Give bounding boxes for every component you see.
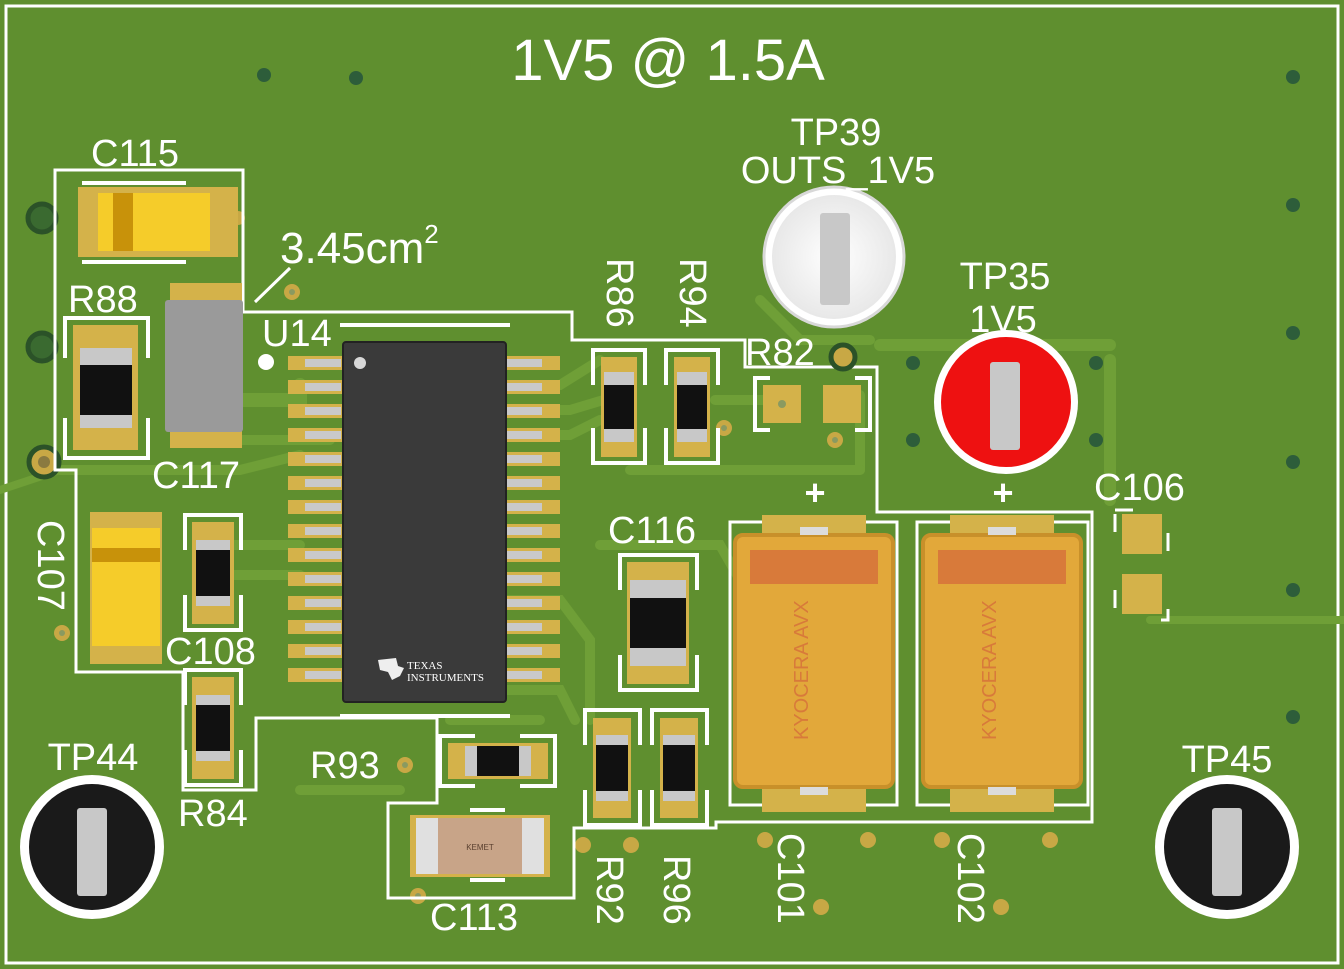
label-r94: R94 [671, 258, 713, 328]
tp39-testpoint [762, 185, 906, 329]
r94-silk [664, 348, 720, 465]
label-r93: R93 [310, 745, 380, 787]
r82-pads [763, 385, 861, 423]
r93-silk [438, 734, 557, 788]
silkscreen-lines [82, 181, 510, 882]
r88-body [73, 325, 138, 450]
label-tp45: TP45 [1182, 739, 1273, 781]
c116-body [627, 562, 689, 684]
label-r84: R84 [178, 793, 248, 835]
label-c102: C102 [949, 833, 991, 924]
c106-pads [1122, 514, 1162, 614]
label-r88: R88 [68, 279, 138, 321]
label-c108: C108 [165, 631, 256, 673]
c113-brand: KEMET [466, 843, 494, 852]
label-c106: C106 [1094, 467, 1185, 509]
ti-logo-line1: TEXAS [407, 660, 442, 672]
c108-silk [183, 513, 243, 632]
vias [257, 68, 1300, 724]
ti-logo: TEXAS INSTRUMENTS [378, 658, 484, 684]
label-r86: R86 [598, 258, 640, 328]
c115-body [78, 187, 238, 257]
label-r96: R96 [655, 855, 697, 925]
r92-body [593, 718, 631, 818]
label-tp44: TP44 [48, 737, 139, 779]
label-c115: C115 [91, 133, 179, 175]
u14-body [342, 341, 507, 703]
label-c117: C117 [152, 455, 240, 497]
area-label-superscript: 2 [424, 219, 438, 249]
pin1-marker [258, 354, 274, 370]
label-tp35: TP35 [960, 256, 1051, 298]
c101-polarity: + [804, 472, 825, 513]
r96-body [660, 718, 698, 818]
r86-silk [591, 348, 647, 465]
c107-body [90, 512, 162, 664]
tp35-testpoint [934, 330, 1078, 474]
tp45-testpoint [1155, 775, 1299, 919]
r82-via [828, 342, 858, 372]
c108-body [192, 522, 234, 624]
c116-silk [618, 553, 699, 692]
label-tp39: TP39 [791, 112, 882, 154]
label-c116: C116 [608, 510, 696, 552]
area-label: 3.45cm2 [280, 219, 439, 273]
u14-leads [305, 359, 542, 679]
r94-body [674, 357, 710, 457]
c102-brand: KYOCERA AVX [979, 600, 1001, 740]
c113-body: KEMET [410, 815, 550, 877]
board-title: 1V5 @ 1.5A [511, 28, 825, 93]
ti-logo-line2: INSTRUMENTS [407, 672, 484, 684]
label-c101: C101 [769, 833, 811, 924]
label-tp35-net: 1V5 [969, 299, 1037, 341]
label-r82: R82 [745, 332, 815, 374]
area-label-value: 3.45cm [280, 224, 424, 273]
label-c107: C107 [29, 520, 71, 611]
label-c113: C113 [430, 897, 518, 939]
c102-polarity: + [992, 472, 1013, 513]
label-tp39-net: OUTS_1V5 [741, 150, 935, 192]
label-u14: U14 [262, 313, 332, 355]
r84-body [192, 677, 234, 779]
r84-silk [183, 668, 243, 787]
c101-brand: KYOCERA AVX [791, 600, 813, 740]
r82-silk [753, 376, 872, 432]
tp44-testpoint [20, 775, 164, 919]
c117-body [165, 283, 243, 448]
c102-body: KYOCERA AVX [921, 515, 1083, 812]
r92-silk [583, 708, 642, 827]
r86-body [601, 357, 637, 457]
r93-body [448, 743, 548, 779]
label-r92: R92 [588, 855, 630, 925]
r88-silk [63, 316, 150, 460]
u14-pin1-dot [354, 357, 366, 369]
r96-silk [650, 708, 709, 827]
c101-body: KYOCERA AVX [733, 515, 895, 812]
